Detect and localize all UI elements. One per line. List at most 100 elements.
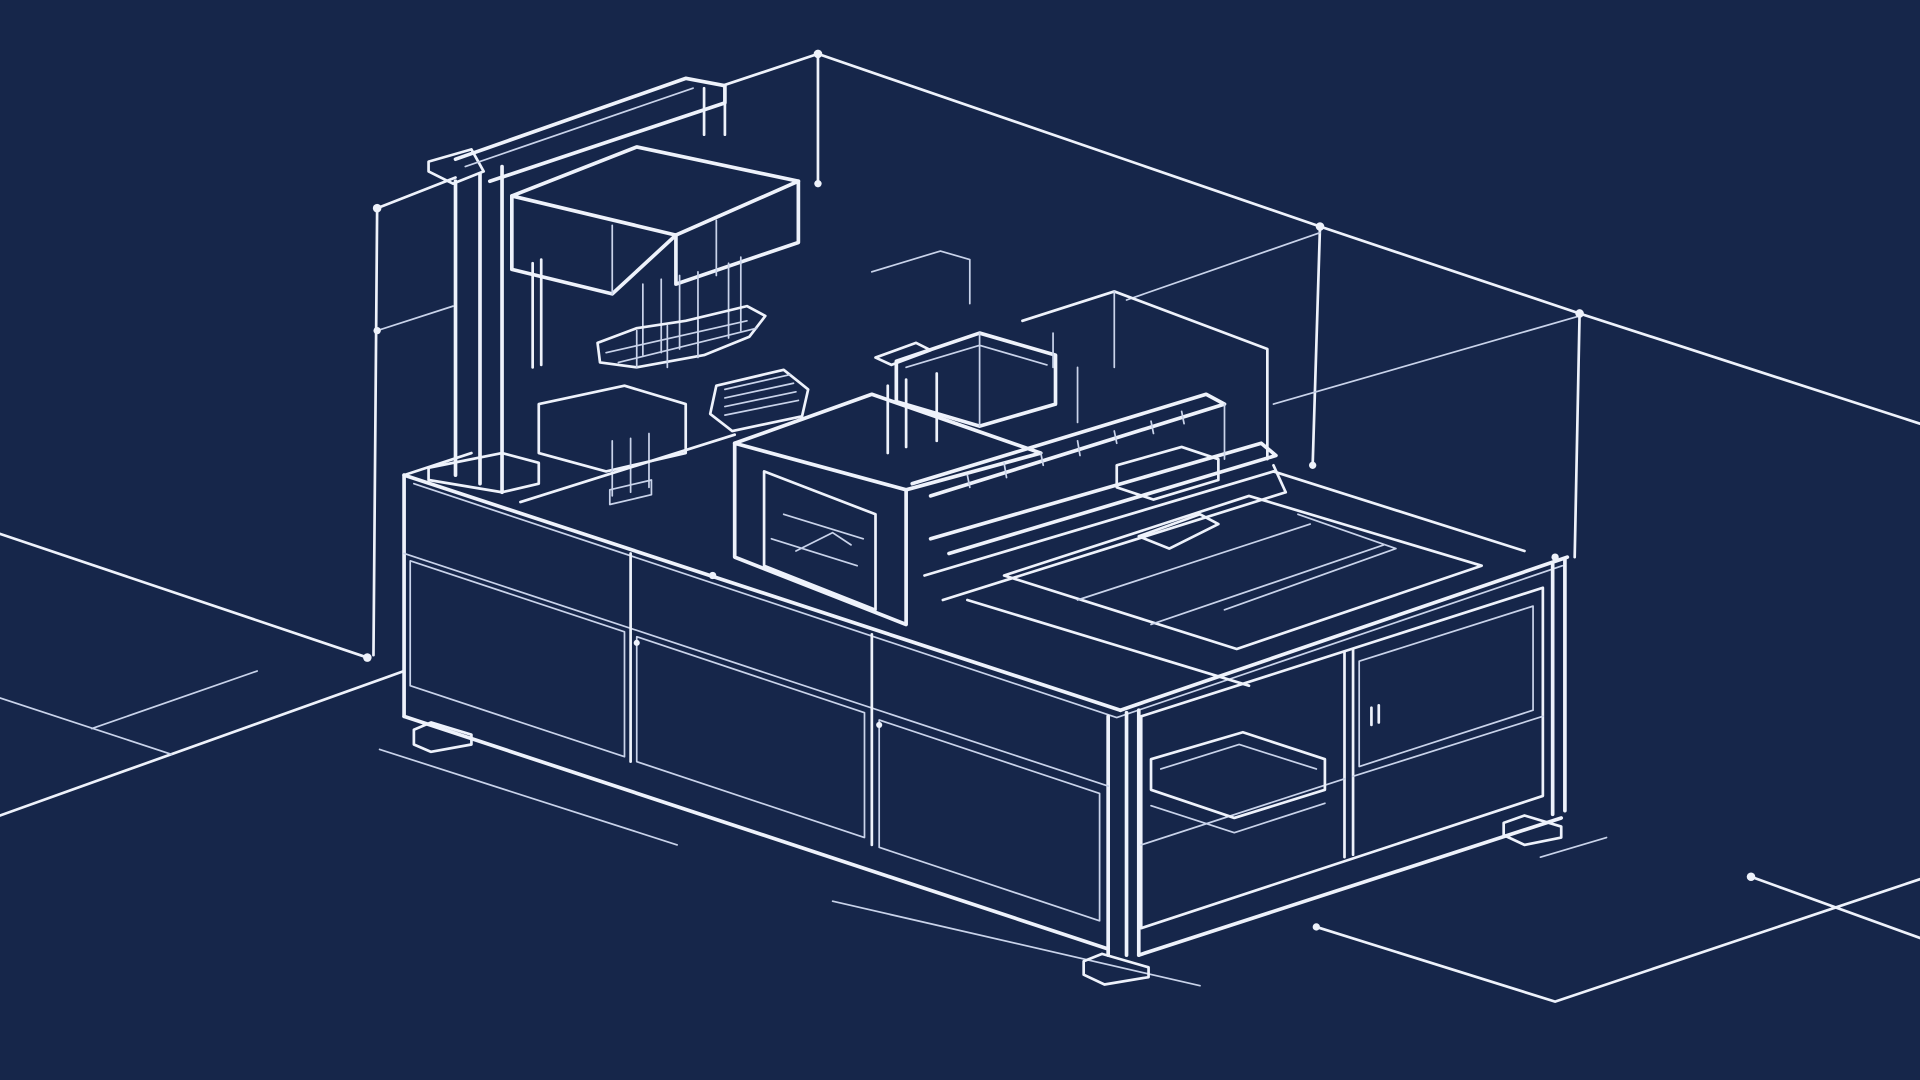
rail-box-side [1052,290,1116,369]
envelope-left-frame [372,176,457,657]
cabinet-right-post [1550,556,1567,817]
joint-dot-right [1575,309,1584,318]
joint-dot-cabinet-right [1551,553,1559,561]
cabinet-bottom-front [402,714,1110,951]
carriage-frame-inner [762,470,877,612]
foot-right [1502,814,1563,847]
work-table [966,470,1526,688]
joint-dot-panel-2 [876,721,883,728]
joint-markers [363,49,1756,931]
carriage-head-detail [905,332,1048,427]
gantry-rear-post [702,84,727,137]
side-bay-shelf [1140,715,1544,846]
base-cabinet [402,451,1570,957]
rail-carriage-block [1115,445,1220,501]
rail-beam-upper [910,392,1227,498]
dim-line-right-far [1749,875,1920,940]
dim-line-right-bottom [1314,877,1920,1003]
left-column-cap [427,148,486,186]
joint-dot-front-top [708,571,717,580]
side-bay-drawer-lines [1150,743,1326,834]
cabinet-panel-right [878,719,1101,922]
rail-box-back [1021,290,1269,461]
envelope-guide-box [870,250,971,305]
side-bay-divider [1343,647,1355,859]
cabinet-panel-left [409,559,626,758]
side-bay [1139,586,1545,930]
rail-guide-long [923,470,1288,602]
head-mount-frame [531,258,543,369]
joint-dot-panel [633,639,640,646]
feet [412,721,1563,986]
cabinet-bottom-right [1136,816,1564,957]
dim-line-front-right [831,900,1201,987]
envelope-vertical-mid [1311,225,1322,467]
table-front-lip [966,598,1251,688]
rail-cross-support [1076,366,1226,461]
head-box-divider [611,219,718,295]
column-base-block [427,451,541,494]
head-tooling-detail [605,319,758,369]
floor-line-left-mid [0,697,173,756]
head-box-front [510,194,678,296]
joint-dot-left [372,203,382,213]
envelope-mid-rail [1125,231,1581,405]
joint-dot-floor-left [363,653,372,662]
left-column-outer [453,164,504,495]
carriage-head-cap [874,341,932,367]
joint-dot-top [813,49,823,59]
head-unit [510,145,801,369]
roller-body [708,368,810,433]
envelope-top-back [721,52,1920,426]
roller-lines [724,373,800,416]
cabinet-corner-post [1106,708,1141,957]
side-bay-handle [1370,703,1381,727]
rail-guide-end [1137,463,1288,550]
dim-line-front-left [378,748,678,846]
gantry-top-beam-inner [464,87,694,168]
cabinet-top-back-edge [402,451,473,477]
carriage-top [732,392,1043,492]
joint-dot-rear-post [814,180,822,188]
envelope-vertical-right [1573,312,1581,559]
table-surface [1002,494,1483,651]
foot-left [412,721,473,754]
floor-line-left-lower [0,669,406,817]
cabinet-top-front-edge [402,473,1123,713]
foot-front [1082,952,1150,986]
dim-line-right-foot [1539,836,1608,858]
carriage-column [886,372,939,455]
floor-guide-lines [0,532,1920,1003]
central-carriage [732,331,1058,627]
rail-beam-slats [966,410,1185,489]
head-box-side [674,179,801,286]
joint-dot-floor-right [1746,872,1756,882]
cabinet-front-belt [403,552,1110,787]
carriage-mechanism [770,513,865,567]
side-bay-frame [1139,586,1545,930]
floor-line-left-short [90,670,258,730]
head-tooling [596,304,767,369]
left-bed-rail [519,433,737,504]
left-column-gantry [427,76,727,495]
head-spindles [642,256,742,356]
cabinet-panel-mid [635,635,866,839]
roller-unit [519,368,810,506]
cabinet-top-right-edge [1118,555,1570,713]
rail-beam-lower [928,441,1278,556]
floor-line-left-upper [0,532,369,659]
clamp-block-left [537,384,688,473]
table-back-edge [1272,470,1526,553]
clamp-posts [608,432,653,506]
cabinet-top-inner [413,482,1564,719]
joint-dot-floor-bottom [1312,923,1320,931]
table-inner-grid [1076,513,1397,626]
linear-rail-assembly [910,290,1288,602]
carriage-frame-front [732,441,908,627]
side-bay-door [1358,605,1534,768]
joint-dot-envelope-mid [1308,461,1317,469]
joint-dot-mid [1315,222,1325,231]
side-bay-drawer [1149,730,1327,820]
